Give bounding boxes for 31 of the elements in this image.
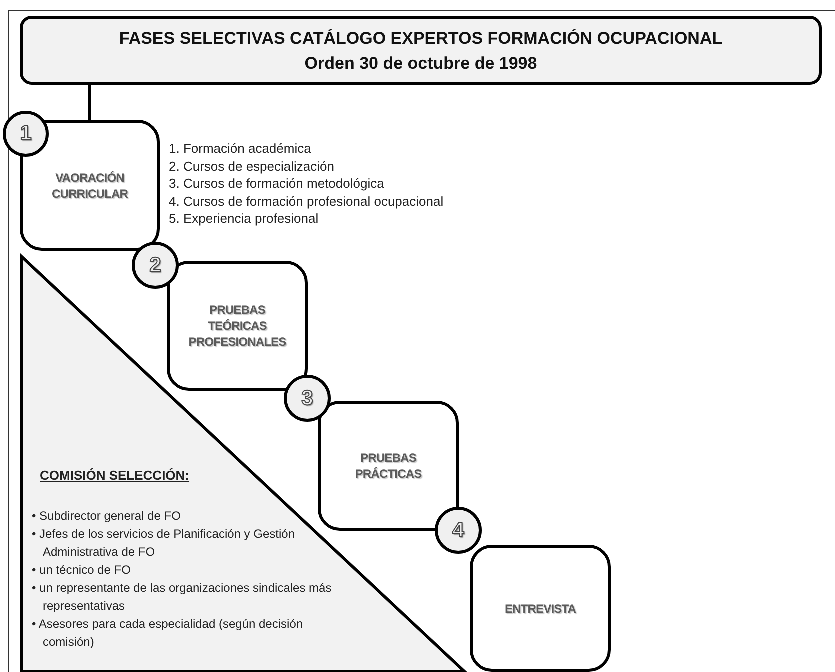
bullet-item: • un representante de las organizaciones sindicales más representativas xyxy=(32,580,333,615)
connector-line xyxy=(88,85,92,120)
title-box xyxy=(20,16,822,85)
step-number: 3 xyxy=(302,386,314,410)
list-item: 3. Cursos de formación metodológica xyxy=(169,175,384,192)
step-number: 4 xyxy=(452,518,464,542)
bullet-item: • Asesores para cada especialidad (según decisión comisión) xyxy=(32,616,304,651)
list-item: 4. Cursos de formación profesional ocupacional xyxy=(169,192,444,210)
step-number-circle xyxy=(3,111,49,157)
phase-box xyxy=(470,545,611,672)
phase-box xyxy=(20,120,160,251)
bullet-item: • Subdirector general de FO xyxy=(32,508,182,525)
bullet-item: • Jefes de los servicios de Planificación y Gestión Administrativa de FO xyxy=(32,526,295,561)
phase-box xyxy=(167,261,308,391)
list-item: 5. Experiencia profesional xyxy=(169,210,319,228)
phase-label: PRUEBAS TEÓRICAS PROFESIONALES xyxy=(188,302,288,350)
title-text: FASES SELECTIVAS CATÁLOGO EXPERTOS FORMACIÓN OCUPACIONAL xyxy=(119,28,723,50)
phase-label: VAORACIÓN CURRICULAR xyxy=(51,170,129,202)
step-number: 1 xyxy=(20,122,32,146)
step-number-circle xyxy=(284,375,331,422)
title-text: Orden 30 de octubre de 1998 xyxy=(304,52,538,74)
step-number-circle xyxy=(435,507,482,554)
list-item: 2. Cursos de especialización xyxy=(169,158,334,175)
list-item: 1. Formación académica xyxy=(169,140,312,158)
committee-triangle xyxy=(20,255,465,672)
heading: COMISIÓN SELECCIÓN: xyxy=(40,468,190,483)
phase-label: ENTREVISTA xyxy=(504,600,578,616)
step-number-circle xyxy=(132,242,179,289)
step-number: 2 xyxy=(150,254,162,278)
phase-label: PRUEBAS PRÁCTICAS xyxy=(354,450,423,482)
bullet-item: • un técnico de FO xyxy=(32,562,132,579)
